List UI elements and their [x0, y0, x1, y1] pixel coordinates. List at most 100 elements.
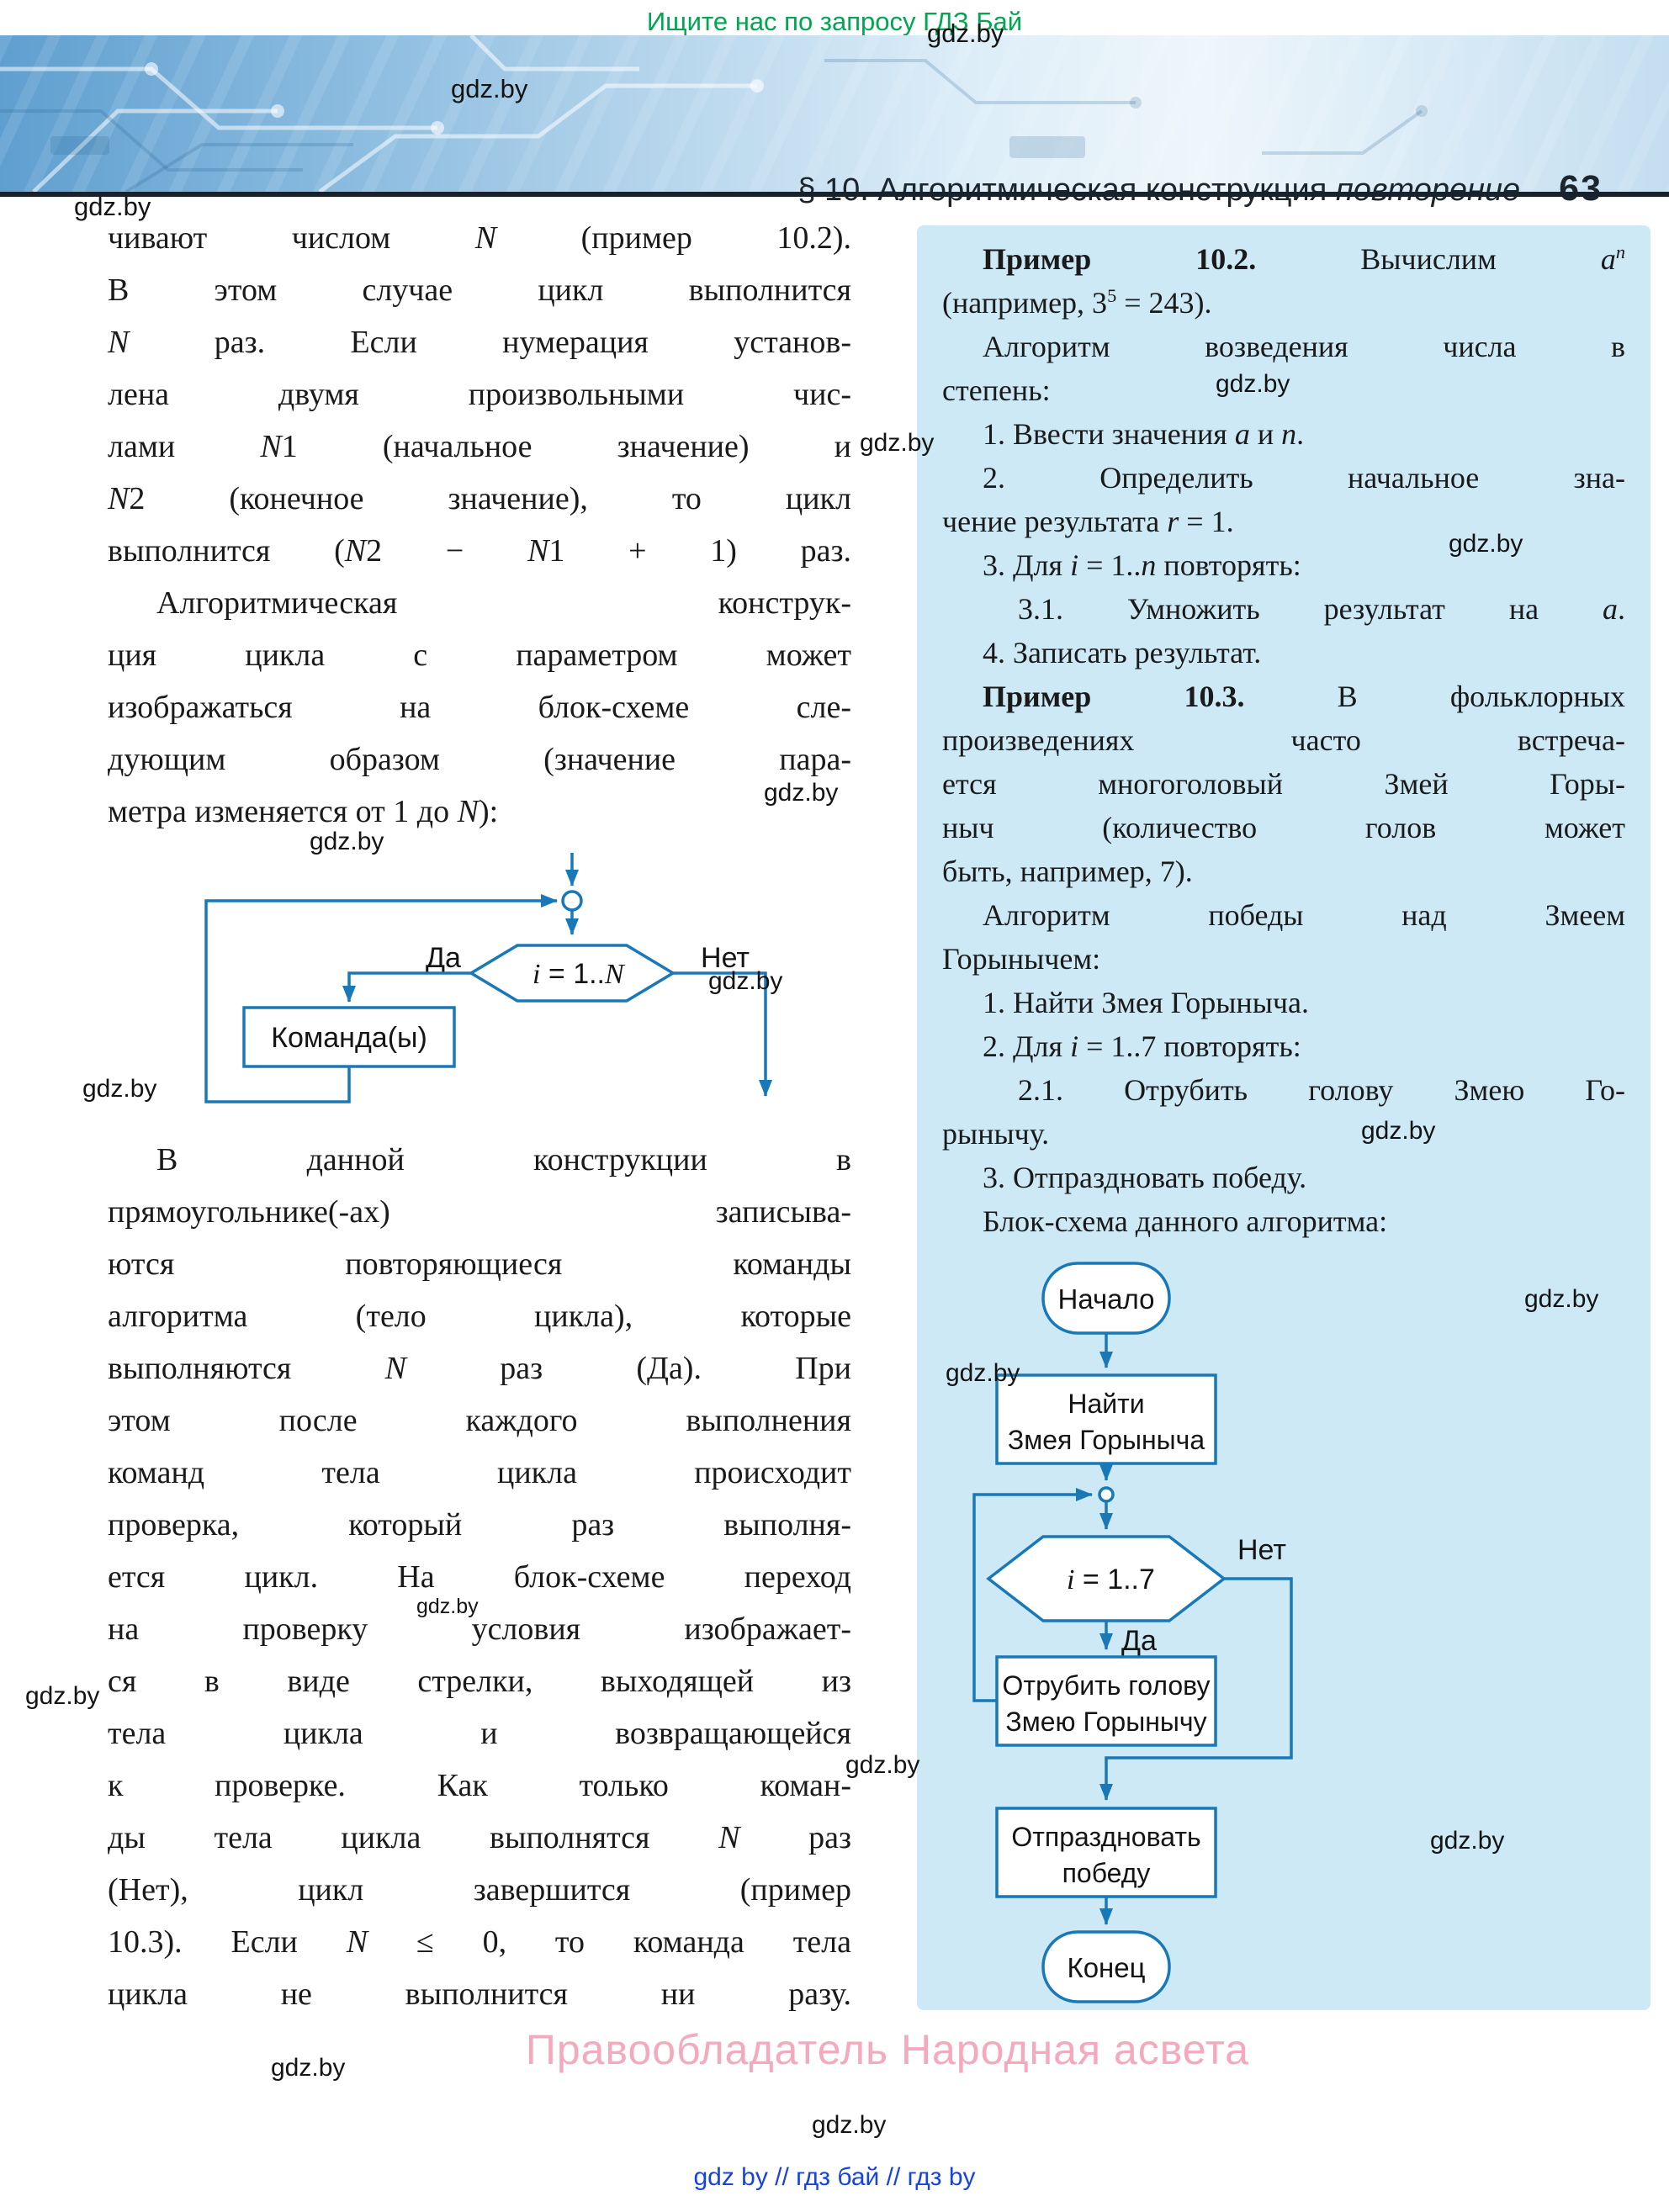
text-line: 1. Найти Змея Горыныча.	[983, 986, 1309, 1019]
loopback-wire	[204, 894, 558, 1103]
watermark: gdz.by	[271, 2054, 346, 2082]
text-line: ются повторяющиеся команды	[108, 1246, 851, 1282]
yes-label: Да	[1121, 1625, 1157, 1657]
end-node	[1041, 1930, 1171, 2003]
text-line: ция цикла с параметром может	[108, 638, 851, 673]
step3-label-2: победу	[1062, 1858, 1151, 1888]
text-line: дующим образом (значение пара-	[108, 742, 851, 777]
loopback-wire	[972, 1488, 1093, 1702]
text-line: 2. Определить начальное зна-	[983, 461, 1625, 495]
paragraph: Алгоритмическая конструк-ция цикла с пар…	[108, 577, 851, 838]
header-rule	[0, 192, 1669, 197]
text-line: прямоугольнике(-ах) записыва-	[108, 1194, 851, 1230]
no-wire	[1099, 1577, 1293, 1801]
left-text-column: чивают числом N (пример 10.2). В этом слу…	[108, 212, 851, 2020]
text-line: рынычу.	[942, 1117, 1050, 1151]
example-box-text: Пример 10.2. Вычислим an (например, 35 = …	[942, 237, 1625, 1243]
text-line: Алгоритм победы над Змеем	[983, 898, 1625, 932]
watermark: gdz.by	[1361, 1117, 1436, 1145]
body-label-2: Змею Горынычу	[1005, 1707, 1206, 1737]
text-line: (например, 35 = 243).	[942, 285, 1212, 320]
text-line: 3.1. Умножить результат на a.	[1018, 592, 1625, 626]
body-label: Команда(ы)	[271, 1022, 427, 1054]
text-line: 10.3). Если N ≤ 0, то команда тела	[108, 1924, 851, 1960]
watermark: gdz.by	[927, 19, 1004, 48]
text-line: 1. Ввести значения a и n.	[983, 417, 1305, 451]
paragraph: чивают числом N (пример 10.2). В этом слу…	[108, 212, 851, 577]
watermark: gdz.by	[812, 2111, 887, 2139]
text-line: лена двумя произвольными чис-	[108, 377, 851, 412]
text-line: В этом случае цикл выполнится	[108, 273, 851, 308]
text-line: Алгоритм возведения числа в	[983, 330, 1625, 363]
watermark: gdz.by	[1430, 1827, 1505, 1855]
text-line: метра изменяется от 1 до N):	[108, 794, 499, 829]
text-line: ется цикл. На блок-схеме переход	[108, 1559, 851, 1595]
paragraph: В данной конструкции в прямоугольнике(-ах…	[108, 1134, 851, 2020]
text-line: Пример 10.3. В фольклорных	[983, 680, 1626, 713]
text-line: чивают числом N (пример 10.2).	[108, 220, 851, 256]
flowchart-gorynych: Начало Найти Змея Горыныча i = 1..7 Нет …	[972, 1262, 1293, 2003]
watermark: gdz.by	[416, 1595, 479, 1618]
text-line: ся в виде стрелки, выходящей из	[108, 1664, 851, 1699]
text-line: 3. Для i = 1..n повторять:	[983, 548, 1301, 582]
text-line: ныч (количество голов может	[942, 811, 1625, 844]
step3-node	[995, 1807, 1217, 1898]
text-line: N2 (конечное значение), то цикл	[108, 481, 851, 516]
page-number: 63	[1559, 168, 1603, 209]
step1-label-2: Змея Горыныча	[1008, 1425, 1205, 1455]
start-label: Начало	[1058, 1283, 1155, 1315]
text-line: команд тела цикла происходит	[108, 1455, 851, 1490]
section-title-italic: повторение	[1335, 172, 1521, 208]
yes-label: Да	[426, 942, 461, 974]
watermark: gdz.by	[1216, 370, 1290, 398]
text-line: быть, например, 7).	[942, 855, 1193, 888]
page-header: § 10. Алгоритмическая конструкция повтор…	[0, 168, 1603, 209]
section-title: § 10. Алгоритмическая конструкция	[797, 172, 1327, 208]
text-line: чение результата r = 1.	[942, 505, 1234, 538]
text-line: тела цикла и возвращающейся	[108, 1716, 851, 1751]
watermark: gdz.by	[845, 1751, 920, 1779]
watermark: gdz.by	[708, 967, 783, 995]
text-line: изображаться на блок-схеме сле-	[108, 690, 851, 725]
text-line: 2.1. Отрубить голову Змею Го-	[1018, 1073, 1625, 1107]
text-line: ется многоголовый Змей Горы-	[942, 767, 1625, 801]
watermark: gdz.by	[74, 192, 151, 221]
watermark: gdz.by	[451, 74, 528, 103]
text-line: В данной конструкции в	[156, 1142, 851, 1177]
promo-banner-text: Ищите нас по запросу ГДЗ Бай	[646, 7, 1023, 36]
condition-label: i = 1..7	[1067, 1564, 1155, 1595]
text-line: N раз. Если нумерация установ-	[108, 325, 851, 360]
body-process-node	[242, 1006, 456, 1068]
condition-label: i = 1..N	[532, 958, 626, 990]
watermark: gdz.by	[25, 1682, 100, 1710]
no-wire	[673, 971, 772, 1097]
text-line: на проверку условия изображает-	[108, 1611, 851, 1647]
watermark: gdz.by	[310, 828, 384, 855]
junction-connector	[561, 890, 583, 912]
watermark: gdz.by	[1524, 1285, 1599, 1313]
body-label-1: Отрубить голову	[1003, 1670, 1211, 1701]
text-line: Блок-схема данного алгоритма:	[983, 1204, 1388, 1238]
text-line: цикла не выполнится ни разу.	[108, 1977, 851, 2012]
body-process-node	[995, 1655, 1217, 1747]
no-label: Нет	[701, 942, 750, 974]
text-line: 3. Отпраздновать победу.	[983, 1161, 1307, 1194]
footer-links[interactable]: gdz by // гдз бай // гдз by	[693, 2163, 976, 2191]
junction-connector	[1098, 1486, 1115, 1503]
text-line: выполнится (N2 − N1 + 1) раз.	[108, 533, 852, 569]
yes-wire	[342, 971, 471, 1003]
text-line: к проверке. Как только коман-	[108, 1768, 851, 1803]
text-line: выполняются N раз (Да). При	[108, 1351, 851, 1386]
text-line: лами N1 (начальное значение) и	[108, 429, 851, 464]
text-line: Пример 10.2. Вычислим an	[983, 241, 1626, 276]
text-line: 4. Записать результат.	[983, 636, 1262, 669]
watermark: gdz.by	[946, 1359, 1020, 1387]
text-line: проверка, который раз выполня-	[108, 1507, 851, 1543]
text-line: (Нет), цикл завершится (пример	[108, 1872, 851, 1908]
step3-label-1: Отпраздновать	[1011, 1822, 1200, 1852]
flowchart-loop-parameter: i = 1..N Да Нет Команда(ы)	[204, 853, 772, 1103]
text-line: ды тела цикла выполнятся N раз	[108, 1820, 851, 1855]
banner-circuit-graphic	[0, 35, 1428, 192]
watermark: gdz.by	[764, 779, 839, 807]
text-line: Алгоритмическая конструк-	[156, 585, 851, 621]
